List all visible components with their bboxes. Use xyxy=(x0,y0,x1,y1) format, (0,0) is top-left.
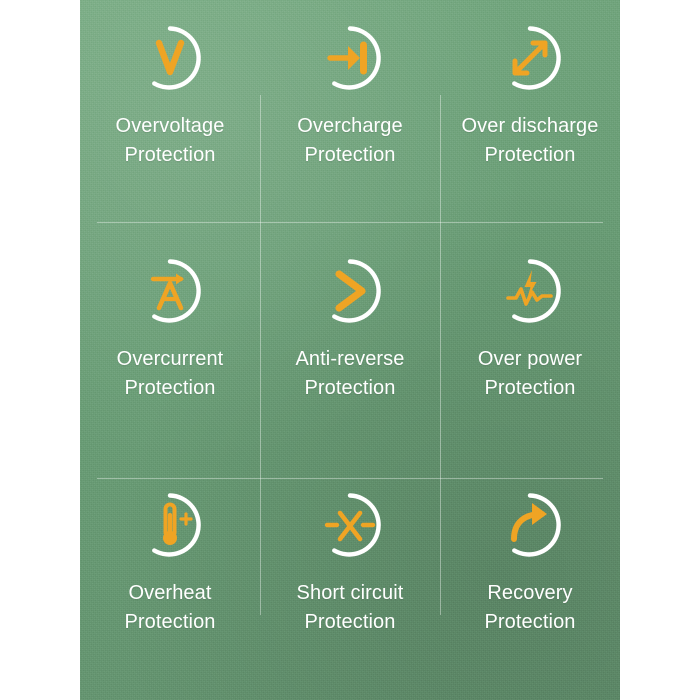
feature-cell-over-discharge[interactable]: Over discharge Protection xyxy=(440,0,620,233)
feature-label-line2: Protection xyxy=(304,144,396,166)
feature-cell-anti-reverse[interactable]: Anti-reverse Protection xyxy=(260,233,440,466)
pulse-lightning-circle-icon xyxy=(494,255,566,327)
ampere-a-arrow-circle-icon xyxy=(134,255,206,327)
feature-label-line2: Protection xyxy=(124,377,216,400)
feature-cell-recovery[interactable]: Recovery Protection xyxy=(440,467,620,700)
thermometer-plus-circle-icon xyxy=(134,489,206,561)
feature-label-line1: Overheat xyxy=(128,581,212,604)
x-broken-line-circle-icon xyxy=(314,489,386,561)
feature-label: Overheat Protection xyxy=(124,579,215,637)
feature-label: Overcurrent Protection xyxy=(117,345,224,403)
chevron-right-circle-icon xyxy=(314,255,386,327)
feature-label-line1: Overcharge xyxy=(297,115,403,137)
feature-label: Short circuit Protection xyxy=(297,579,404,637)
feature-label: Overvoltage Protection xyxy=(116,112,225,170)
arrow-into-bar-circle-icon xyxy=(314,22,386,94)
feature-label: Over discharge Protection xyxy=(461,112,598,170)
feature-panel: Overvoltage Protection Overcharge Prot xyxy=(80,0,620,700)
curved-arrow-right-circle-icon xyxy=(494,489,566,561)
feature-label-line1: Over discharge xyxy=(461,115,599,137)
feature-label: Anti-reverse Protection xyxy=(295,345,404,403)
diagonal-double-arrow-circle-icon xyxy=(494,22,566,94)
feature-grid: Overvoltage Protection Overcharge Prot xyxy=(80,0,620,700)
feature-label-line2: Protection xyxy=(484,610,576,633)
feature-label-line1: Short circuit xyxy=(296,581,404,604)
feature-label-line2: Protection xyxy=(124,144,216,166)
feature-cell-short-circuit[interactable]: Short circuit Protection xyxy=(260,467,440,700)
feature-cell-overcurrent[interactable]: Overcurrent Protection xyxy=(80,233,260,466)
feature-label: Over power Protection xyxy=(478,345,582,403)
feature-label: Overcharge Protection xyxy=(297,112,403,170)
feature-cell-over-power[interactable]: Over power Protection xyxy=(440,233,620,466)
feature-label-line1: Anti-reverse xyxy=(295,348,405,371)
feature-label-line2: Protection xyxy=(484,377,576,400)
feature-cell-overheat[interactable]: Overheat Protection xyxy=(80,467,260,700)
feature-cell-overvoltage[interactable]: Overvoltage Protection xyxy=(80,0,260,233)
feature-label-line1: Over power xyxy=(477,348,583,371)
feature-cell-overcharge[interactable]: Overcharge Protection xyxy=(260,0,440,233)
feature-label-line1: Overvoltage xyxy=(115,115,225,137)
feature-label-line1: Recovery xyxy=(487,581,573,604)
feature-label-line2: Protection xyxy=(484,144,576,166)
feature-label-line2: Protection xyxy=(304,377,396,400)
feature-label-line2: Protection xyxy=(124,610,216,633)
feature-label-line2: Protection xyxy=(304,610,396,633)
feature-label-line1: Overcurrent xyxy=(116,348,224,371)
voltage-v-circle-icon xyxy=(134,22,206,94)
feature-label: Recovery Protection xyxy=(484,579,575,637)
